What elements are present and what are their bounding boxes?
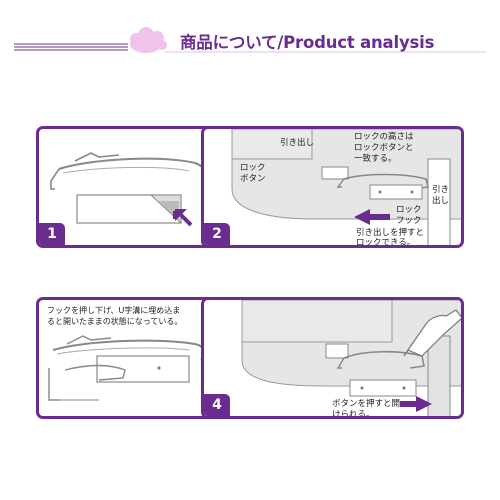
step-number: 4	[204, 394, 230, 416]
cloud-icon	[130, 27, 167, 53]
drawer-lock-diagram	[231, 129, 461, 245]
label-push-lock-1: 引き出しを押すと	[356, 228, 425, 238]
label-lock-height-1: ロックの高さは	[354, 132, 414, 142]
label-lock-hook-1: ロック	[396, 205, 422, 215]
step-number: 1	[39, 223, 65, 245]
hook-pressed-diagram	[48, 335, 206, 401]
label-push-lock-2: ロックできる。	[356, 238, 416, 248]
label-hook-desc-2: ると開いたままの状態になっている。	[47, 317, 183, 326]
page-title: 商品について/Product analysis	[180, 33, 435, 52]
header: 商品について/Product analysis	[0, 0, 500, 80]
label-push-open-2: けられる。	[332, 410, 375, 419]
label-lock-hook-2: フック	[396, 216, 422, 226]
label-lock-button-2: ボタン	[240, 174, 266, 184]
label-pull-out: 引き出し	[280, 138, 315, 148]
label-lock-height-2: ロックボタンと	[354, 143, 414, 153]
label-pull-out-vertical-1: 引き	[432, 185, 450, 195]
header-decoration	[14, 27, 486, 53]
label-lock-height-3: 一致する。	[354, 154, 397, 164]
label-lock-button-1: ロック	[240, 163, 266, 173]
step-number: 2	[204, 223, 230, 245]
label-hook-desc-1: フックを押し下げ、U字溝に埋め込ま	[47, 306, 181, 315]
label-pull-out-vertical-2: 出し	[432, 196, 450, 206]
panel-step-2: 引き出し ロックの高さは ロックボタンと 一致する。 ロック ボタン 引き 出し…	[201, 126, 464, 248]
panel-step-4: ボタンを押すと開 けられる。 4	[201, 297, 464, 419]
button-release-diagram	[241, 300, 461, 416]
label-push-open-1: ボタンを押すと開	[332, 399, 401, 409]
finger-icon	[403, 309, 461, 357]
